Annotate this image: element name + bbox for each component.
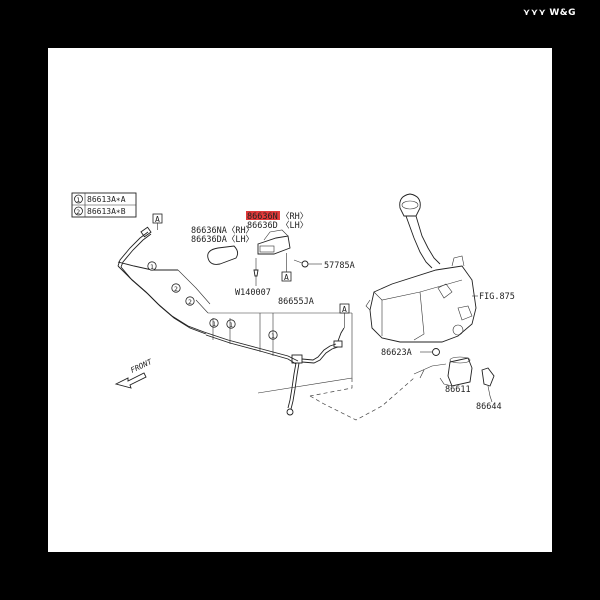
svg-text:1: 1: [150, 263, 154, 271]
label-86623a: 86623A: [381, 348, 412, 358]
mark-1a: [147, 261, 157, 271]
brand-logo: ⋎⋎⋎W&G: [523, 8, 576, 18]
svg-text:1: 1: [229, 321, 233, 329]
mark-1c: [226, 319, 236, 329]
svg-text:2: 2: [174, 285, 178, 293]
brand-text: W&G: [549, 8, 576, 18]
label-86644: 86644: [476, 402, 502, 412]
svg-text:A: A: [155, 215, 160, 224]
label-86655ja: 86655JA: [278, 297, 314, 307]
legend-num-2: 2: [76, 208, 80, 216]
front-arrow-icon: [114, 372, 147, 389]
label-front: FRONT: [129, 357, 154, 375]
callout-labels: 86636N 〈RH〉 86636D 〈LH〉 86636NA〈RH〉 8663…: [191, 211, 515, 412]
main-hose: [195, 299, 352, 416]
legend-circle-1: [74, 194, 83, 204]
mark-2b: [185, 296, 195, 306]
label-57785a: 57785A: [324, 261, 355, 271]
front-arrow: FRONT: [114, 357, 154, 389]
label-w140007: W140007: [235, 288, 271, 298]
grommet: [420, 348, 440, 356]
label-lh: 〈LH〉: [281, 221, 308, 231]
motor-cap: [481, 367, 495, 387]
mark-2a: [171, 283, 181, 293]
bolt-icon: [301, 260, 309, 268]
washer-tank: [365, 193, 478, 343]
tank-feed-hose: A: [257, 303, 353, 394]
svg-text:2: 2: [188, 298, 192, 306]
nozzle-cover: [207, 245, 239, 265]
legend-text-1: 86613A∗A: [87, 195, 126, 204]
tank-body: [369, 265, 477, 343]
svg-text:1: 1: [212, 320, 216, 328]
left-hose: [117, 226, 211, 335]
label-86636na: 86636NA〈RH〉: [191, 226, 254, 236]
label-86636n: 86636N: [247, 212, 278, 222]
legend-circle-2: [74, 206, 83, 216]
brand-mark-icon: ⋎⋎⋎: [522, 8, 547, 18]
label-86636d: 86636D: [247, 221, 278, 231]
mark-1b: [209, 318, 219, 328]
svg-text:A: A: [342, 305, 347, 314]
label-fig875: FIG.875: [479, 292, 515, 302]
diagram-panel: 1 86613A∗A 2 86613A∗B A 1 2 2 1 1 1: [48, 48, 552, 552]
legend: 1 86613A∗A 2 86613A∗B: [71, 192, 137, 218]
washer-motor: [413, 356, 495, 403]
dashed-connections: [309, 377, 415, 421]
grommet-icon: [432, 348, 440, 356]
label-86611: 86611: [445, 385, 471, 395]
label-rh: 〈RH〉: [281, 212, 308, 222]
svg-text:A: A: [284, 273, 289, 282]
label-86636da: 86636DA〈LH〉: [191, 235, 254, 245]
highlight-rh: [246, 211, 280, 220]
nozzle-group: A: [207, 229, 322, 286]
legend-num-1: 1: [76, 196, 80, 204]
ref-a-box-left: A: [152, 213, 163, 230]
filler-cap: [399, 193, 421, 217]
parts-diagram: 1 86613A∗A 2 86613A∗B A 1 2 2 1 1 1: [71, 192, 515, 421]
legend-text-2: 86613A∗B: [87, 207, 126, 216]
